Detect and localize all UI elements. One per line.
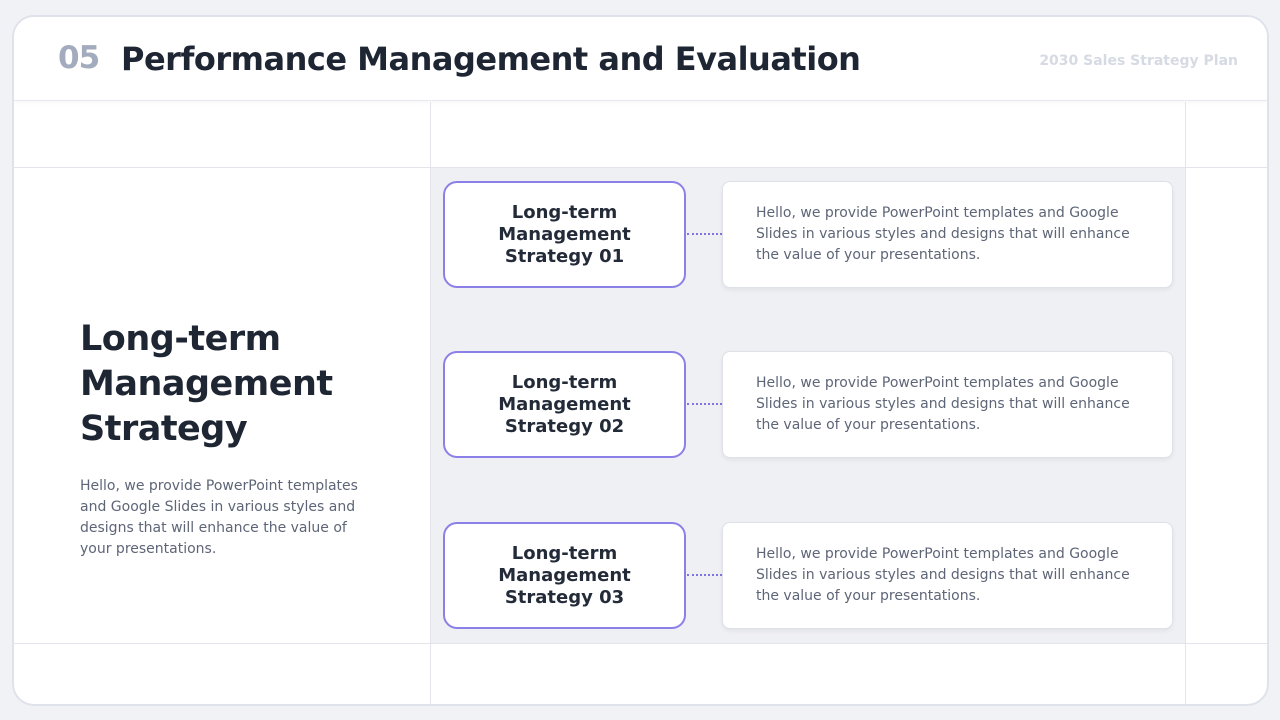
dotted-connector [687,403,722,405]
grid-line-vertical [1185,102,1186,704]
strategy-description: Hello, we provide PowerPoint templates a… [756,205,1130,263]
strategy-title-box: Long-term Management Strategy 02 [443,351,686,458]
dotted-connector [687,574,722,576]
strategy-row: Long-term Management Strategy 01 Hello, … [14,181,1267,288]
strategy-description: Hello, we provide PowerPoint templates a… [756,546,1130,604]
grid-line-horizontal [14,167,1267,168]
strategy-title: Long-term Management Strategy 03 [498,542,631,608]
strategy-description: Hello, we provide PowerPoint templates a… [756,375,1130,433]
grid-line-vertical [430,102,431,704]
strategy-title-box: Long-term Management Strategy 03 [443,522,686,629]
strategy-description-box: Hello, we provide PowerPoint templates a… [722,522,1173,629]
page-title: Performance Management and Evaluation [121,40,861,78]
strategy-description-box: Hello, we provide PowerPoint templates a… [722,351,1173,458]
slide: 05 Performance Management and Evaluation… [12,15,1269,706]
grid-line-horizontal [14,643,1267,644]
strategy-title-box: Long-term Management Strategy 01 [443,181,686,288]
dotted-connector [687,233,722,235]
strategy-title: Long-term Management Strategy 01 [498,201,631,267]
strategy-row: Long-term Management Strategy 03 Hello, … [14,522,1267,629]
strategy-row: Long-term Management Strategy 02 Hello, … [14,351,1267,458]
plan-label: 2030 Sales Strategy Plan [1039,53,1238,69]
section-heading: Long-term Management Strategy [80,319,333,449]
strategy-description-box: Hello, we provide PowerPoint templates a… [722,181,1173,288]
strategy-title: Long-term Management Strategy 02 [498,371,631,437]
section-number: 05 [58,40,100,76]
section-description: Hello, we provide PowerPoint templates a… [80,478,358,557]
slide-header: 05 Performance Management and Evaluation… [14,17,1267,101]
